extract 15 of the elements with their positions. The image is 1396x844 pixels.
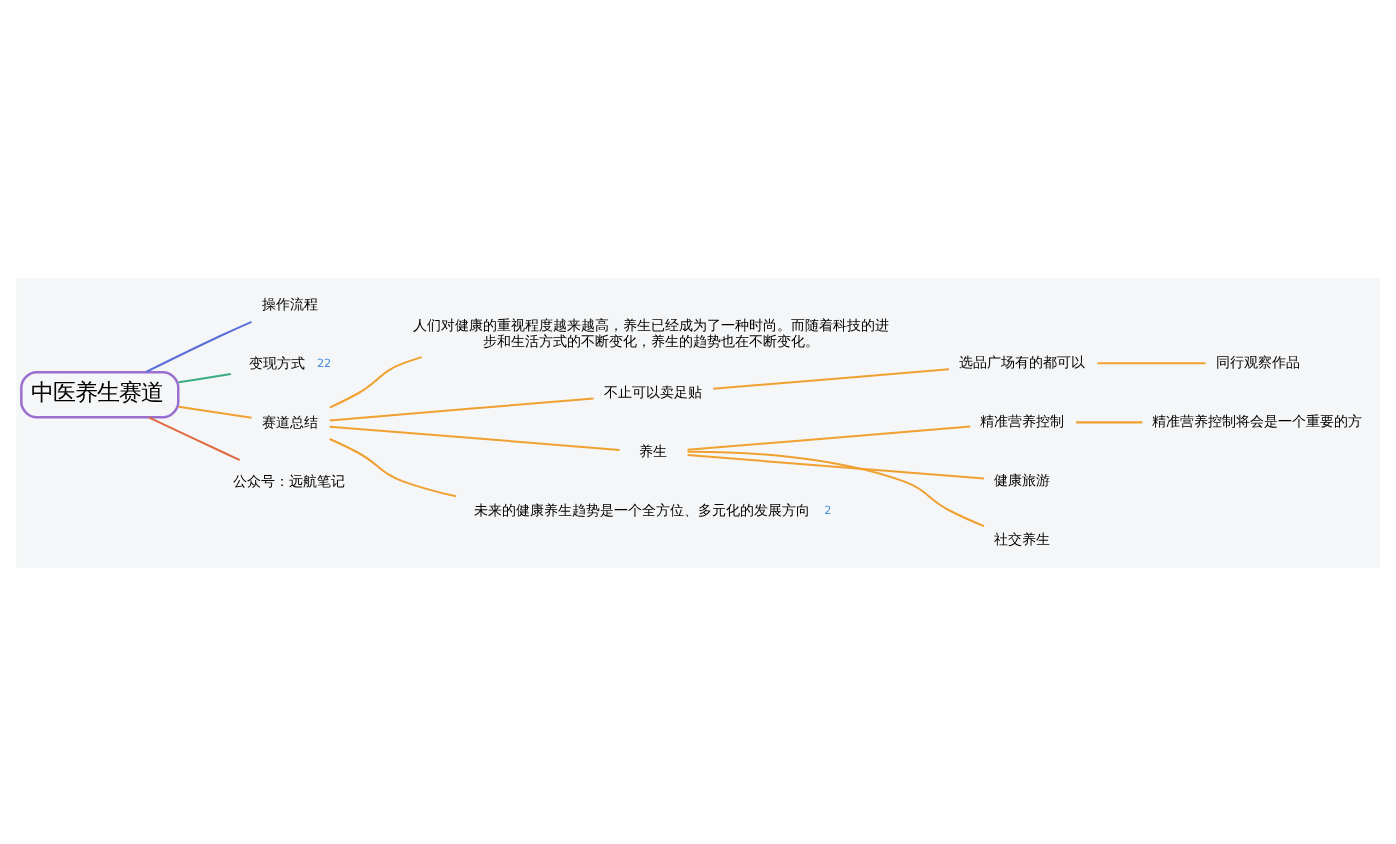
connector [145, 319, 252, 372]
connector [329, 437, 457, 497]
connector [687, 453, 985, 479]
connector [1076, 420, 1143, 423]
connector [713, 367, 950, 389]
node-box: 中医养生赛道 [20, 369, 180, 418]
connector [148, 415, 241, 460]
connector [329, 396, 594, 421]
connector [687, 424, 971, 450]
connector [687, 449, 985, 527]
connector [329, 355, 423, 408]
connector [1097, 361, 1206, 364]
connector [329, 424, 620, 450]
connector [178, 372, 231, 383]
connector [178, 404, 252, 418]
